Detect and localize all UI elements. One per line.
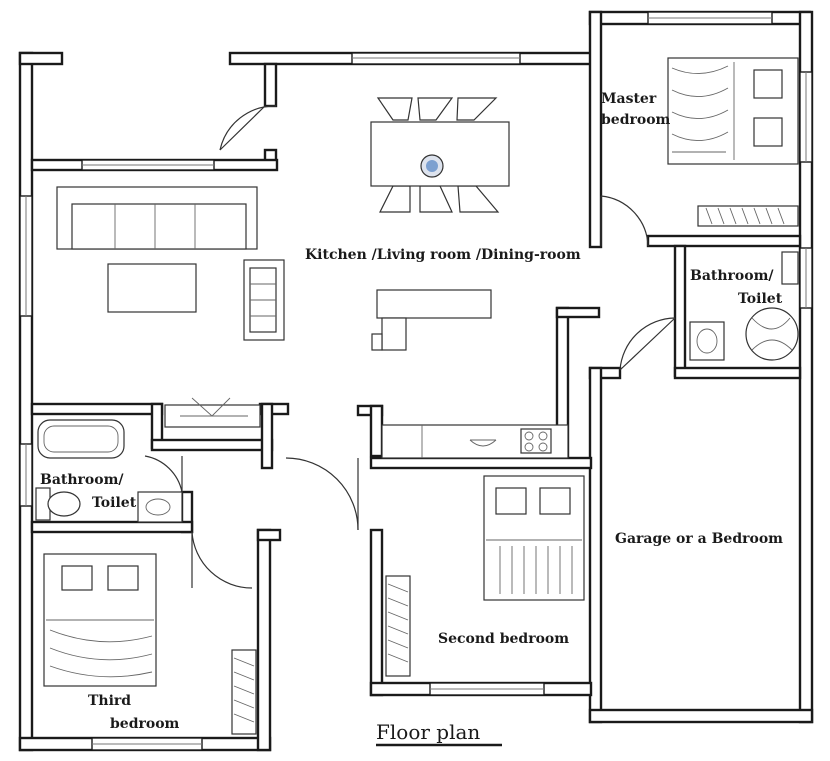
label-second-bedroom: Second bedroom: [438, 631, 569, 647]
master-door-swing: [600, 195, 649, 247]
bath1-cabinet-wall: [150, 438, 274, 452]
tv-cabinet: [164, 397, 261, 428]
bath1-sink-icon: [137, 491, 183, 523]
label-third-line1: Third: [88, 693, 131, 709]
entry-door-swing: [219, 105, 277, 151]
second-bedroom-top-left-wall: [369, 404, 384, 458]
doors: [144, 105, 676, 589]
bath1-bottom-wall: [30, 520, 194, 534]
third-bedroom-right-wall: [256, 528, 272, 752]
second-bedroom-door-swing: [285, 457, 359, 531]
plan-title: Floor plan: [376, 720, 480, 744]
bath1-top-wall: [30, 402, 164, 416]
garage-left-wall: [588, 366, 603, 724]
label-bath2-line2: Toilet: [738, 291, 783, 307]
garage-bottom-wall: [588, 708, 814, 724]
top-door-jamb: [263, 62, 278, 108]
hall-right-jamb: [260, 402, 274, 470]
kitchen-island: [371, 289, 492, 351]
label-bath1-line1: Bathroom/: [40, 472, 124, 488]
second-bedroom-top-wall: [369, 456, 593, 470]
bath2-left-wall: [673, 244, 687, 378]
third-bed: [43, 553, 157, 687]
label-kitchen-living-dining: Kitchen /Living room /Dining-room: [305, 247, 581, 263]
windows: [19, 11, 813, 751]
master-wardrobe: [697, 205, 799, 227]
bath2-shower-icon: [745, 307, 799, 361]
left-exterior-wall: [18, 51, 34, 752]
label-master-line2: bedroom: [601, 112, 671, 128]
label-master-line1: Master: [601, 91, 657, 107]
master-left-wall: [588, 10, 603, 249]
second-wardrobe: [385, 575, 411, 677]
bath2-sink-icon: [689, 321, 725, 361]
sofa: [56, 186, 258, 250]
third-wardrobe: [231, 649, 257, 735]
coffee-table: [107, 263, 197, 313]
bath2-fixtures: [689, 251, 799, 361]
dining-table: [370, 97, 510, 213]
bath2-bottom-wall: [673, 366, 802, 380]
label-garage: Garage or a Bedroom: [615, 531, 783, 547]
toilet-icon: [47, 491, 81, 517]
master-bed: [667, 57, 799, 165]
third-bedroom-jamb: [256, 528, 282, 542]
counter-column-cap: [555, 306, 601, 319]
bath1-fixtures: [35, 419, 183, 523]
master-bottom-wall: [646, 234, 802, 248]
label-bath1-line2: Toilet: [92, 495, 137, 511]
bath1-door-swing: [144, 455, 183, 493]
bath2-cabinet: [781, 251, 799, 285]
left-top-corner-wall: [18, 51, 64, 66]
second-bed: [483, 475, 585, 601]
kitchen-counter: [381, 424, 569, 459]
armchair: [243, 259, 285, 341]
label-third-line2: bedroom: [110, 716, 180, 732]
bath2-door-swing: [619, 317, 676, 371]
kitchen-sink-icon: [469, 439, 497, 447]
second-bedroom-left-wall: [369, 528, 384, 697]
label-bath2-line1: Bathroom/: [690, 268, 774, 284]
third-bedroom-door-swing: [191, 531, 253, 589]
bathtub-icon: [37, 419, 125, 459]
